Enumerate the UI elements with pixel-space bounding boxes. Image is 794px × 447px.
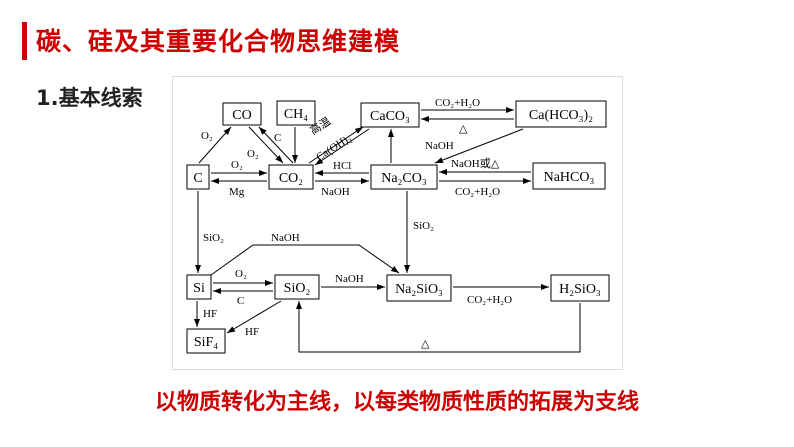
node-caco3: CaCO₃ [360,102,420,128]
label-co2-caco3-caoh2: Ca(OH)₂ [314,132,354,164]
label-c-co2-o2: O₂ [231,159,243,171]
label-si-na2sio3-naoh: NaOH [271,232,300,244]
label-na2co3-na2sio3-sio2: SiO₂ [413,220,434,232]
svg-text:CH₄: CH₄ [284,107,308,122]
label-h2sio3-sio2-heat: △ [421,338,430,350]
arrow-co2-to-caco3 [308,126,364,164]
arrow-caco3-to-co2 [314,128,370,166]
arrow-cahco3-to-na2co3 [434,128,524,164]
node-nahco3: NaHCO₃ [532,162,606,190]
arrow-sio2-to-sif4 [226,300,282,334]
label-na2co3-co2-hcl: HCl [333,160,351,172]
label-co2-co-c: C [274,132,281,144]
svg-text:NaHCO₃: NaHCO₃ [544,170,595,185]
node-na2sio3: Na₂SiO₃ [386,274,452,302]
arrow-c-to-co [198,126,232,164]
diagram-panel: CO CH₄ CaCO₃ Ca(HCO₃)₂ C CO₂ Na₂CO₃ NaHC… [172,76,623,370]
carbon-silicon-diagram: CO CH₄ CaCO₃ Ca(HCO₃)₂ C CO₂ Na₂CO₃ NaHC… [186,97,610,354]
label-sio2-si-c: C [237,295,244,307]
node-co2: CO₂ [268,164,314,190]
label-na2sio3-h2sio3: CO₂+H₂O [467,294,512,306]
node-sif4: SiF₄ [186,328,226,354]
label-co2-na2co3-naoh: NaOH [321,186,350,198]
label-caco3-cahco3: CO₂+H₂O [435,97,480,109]
svg-text:SiF₄: SiF₄ [194,335,218,350]
label-na2co3-caco3-naoh: NaOH [425,140,454,152]
svg-text:Si: Si [193,281,205,296]
svg-text:Na₂CO₃: Na₂CO₃ [381,171,427,186]
node-c: C [186,164,210,190]
node-h2sio3: H₂SiO₃ [550,274,610,302]
svg-text:CO: CO [232,108,251,123]
node-co: CO [222,102,262,126]
section-heading: 1.基本线索 [36,86,143,110]
label-c-co-o2: O₂ [201,130,213,142]
svg-text:CO₂: CO₂ [279,171,303,186]
page-title: 碳、硅及其重要化合物思维建模 [36,27,401,56]
summary-note: 以物质转化为主线，以每类物质性质的拓展为支线 [154,390,639,415]
label-na2co3-nahco3: CO₂+H₂O [455,186,500,198]
node-sio2: SiO₂ [274,274,320,300]
label-co2-c-mg: Mg [229,186,245,198]
node-si: Si [186,274,212,300]
label-nahco3-na2co3: NaOH或△ [451,157,500,170]
label-si-sif4-hf: HF [203,308,217,320]
svg-text:SiO₂: SiO₂ [284,281,311,296]
arrow-co-to-co2 [248,126,284,164]
label-sio2-sif4-hf: HF [245,326,259,338]
label-sio2-na2sio3-naoh: NaOH [335,273,364,285]
svg-text:Ca(HCO₃)₂: Ca(HCO₃)₂ [529,108,593,123]
label-si-sio2-o2: O₂ [235,268,247,280]
node-cahco3: Ca(HCO₃)₂ [515,100,607,128]
svg-text:CaCO₃: CaCO₃ [370,109,410,124]
node-na2co3: Na₂CO₃ [370,164,438,190]
title-accent-bar [22,22,27,60]
node-ch4: CH₄ [276,100,316,126]
label-co-co2-o2: O₂ [247,148,259,160]
label-cahco3-caco3: △ [459,123,468,135]
svg-text:C: C [193,171,202,186]
svg-text:Na₂SiO₃: Na₂SiO₃ [395,282,443,297]
label-c-si-sio2: SiO₂ [203,232,224,244]
arrow-h2sio3-to-sio2 [296,301,581,353]
arrow-si-to-na2sio3 [210,244,400,276]
arrow-co2-to-co [258,126,294,164]
svg-text:H₂SiO₃: H₂SiO₃ [559,282,601,297]
